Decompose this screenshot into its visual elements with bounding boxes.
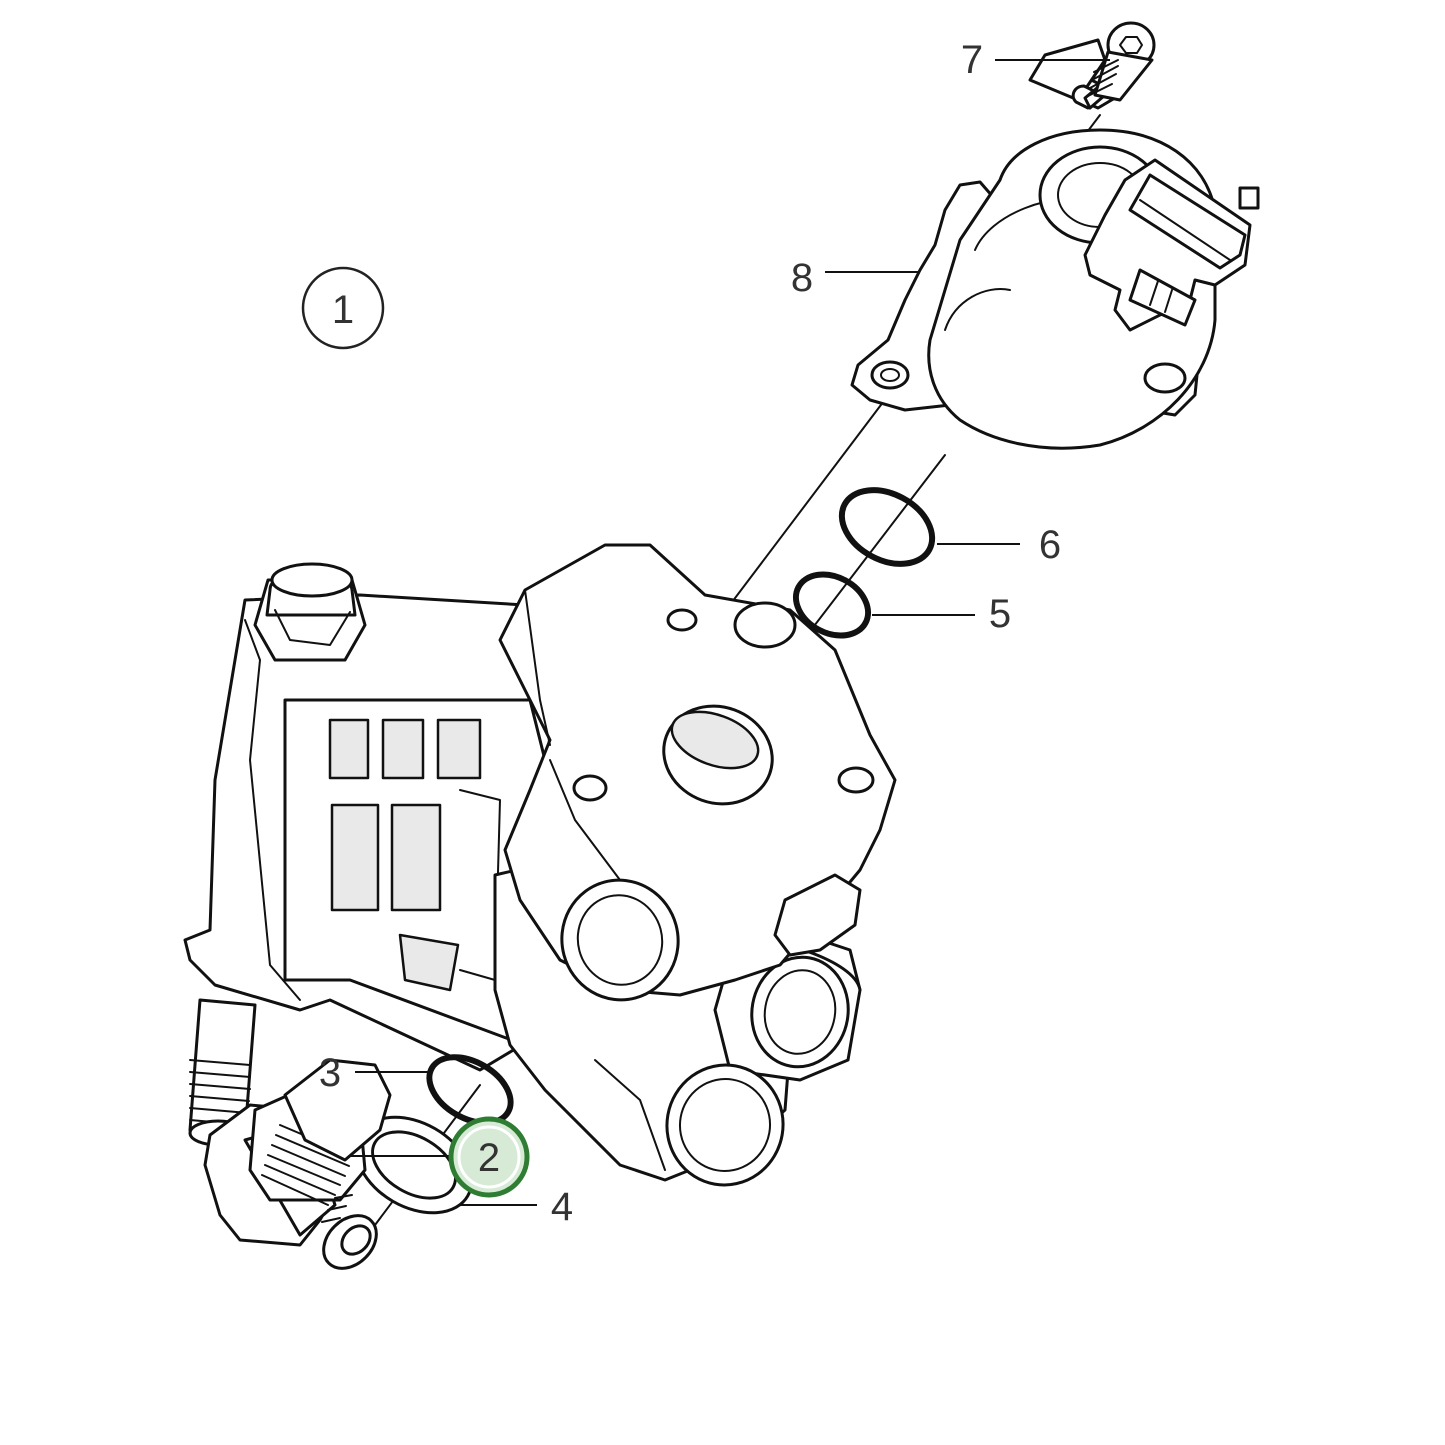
callout-1-label: 1 <box>332 288 354 332</box>
part-1-bracket <box>183 562 557 1147</box>
callout-2-selected[interactable]: 2 <box>448 1116 530 1198</box>
part-6-o-ring <box>838 487 936 567</box>
callout-2-label: 2 <box>478 1136 500 1180</box>
stud-thread <box>189 1059 251 1126</box>
callout-2-highlight-ring <box>448 1116 530 1198</box>
leader-lines <box>350 59 1110 1206</box>
callout-4-label[interactable]: 4 <box>551 1185 573 1229</box>
pump-body <box>493 543 897 1187</box>
callout-5-label[interactable]: 5 <box>989 592 1011 636</box>
callout-7-label[interactable]: 7 <box>961 38 983 82</box>
callout-8-label[interactable]: 8 <box>791 256 813 300</box>
part-8-solenoid-valve <box>850 128 1260 450</box>
part-2-hollow-bolt <box>203 1058 392 1270</box>
callout-1[interactable]: 1 <box>301 266 385 350</box>
part-7-cap-screw <box>1028 21 1156 110</box>
part-4-sealing-washer <box>354 1115 474 1215</box>
part-5-o-ring <box>792 571 872 639</box>
bolt-thread <box>261 1124 354 1206</box>
part-3-o-ring <box>426 1054 514 1126</box>
callout-3-label[interactable]: 3 <box>319 1051 341 1095</box>
callout-6-label[interactable]: 6 <box>1039 523 1061 567</box>
callout-2-inner-ring <box>457 1125 521 1189</box>
